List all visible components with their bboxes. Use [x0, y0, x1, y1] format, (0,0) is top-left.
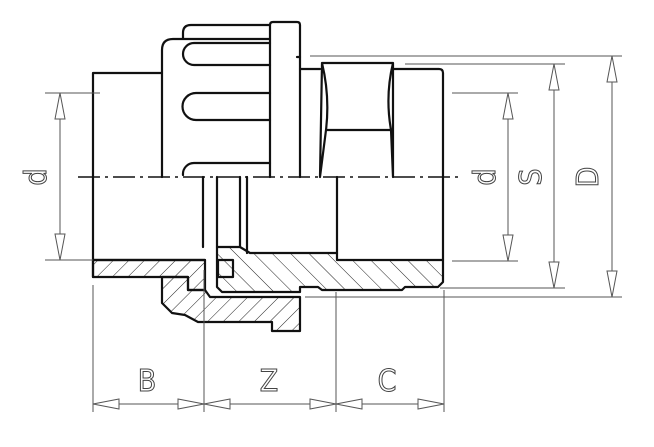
dimension-label-C: C	[378, 364, 397, 399]
nut-rib-2	[181, 91, 272, 122]
nut-flange	[268, 20, 302, 179]
right-body-section	[215, 245, 445, 294]
nut-hood	[181, 23, 272, 40]
nut-rib-1	[181, 41, 272, 67]
union-outline	[91, 20, 445, 279]
nut-section	[160, 275, 302, 333]
dimension-label-B: B	[138, 364, 157, 399]
hex-nut-outline	[318, 61, 395, 179]
dimension-label-right-d: d	[468, 168, 503, 185]
dimension-lines	[54, 55, 618, 410]
left-socket-outline	[91, 71, 164, 279]
section-hatching	[91, 245, 445, 333]
right-socket-outline	[391, 67, 445, 262]
nut-outline	[160, 37, 272, 179]
inner-lines	[91, 175, 339, 262]
extension-lines	[45, 55, 622, 412]
dimension-label-D: D	[571, 167, 606, 188]
dimension-label-S: S	[514, 168, 549, 185]
dimension-label-left-d: d	[19, 168, 54, 185]
nut-rib-3	[181, 161, 272, 177]
dimension-label-Z: Z	[260, 364, 279, 399]
seal-ring-section	[216, 258, 235, 279]
